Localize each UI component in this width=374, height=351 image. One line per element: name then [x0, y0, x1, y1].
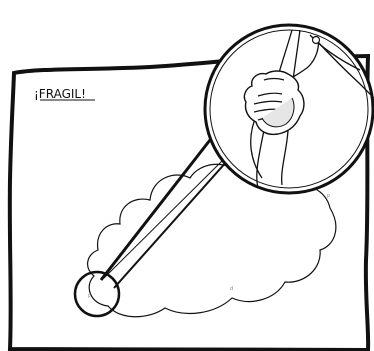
- zoom-view-icon: [205, 25, 374, 193]
- fragile-label: ¡FRAGIL!: [34, 87, 86, 101]
- svg-text:d: d: [230, 286, 233, 292]
- svg-text:P: P: [327, 194, 330, 200]
- svg-text:P: P: [88, 294, 91, 300]
